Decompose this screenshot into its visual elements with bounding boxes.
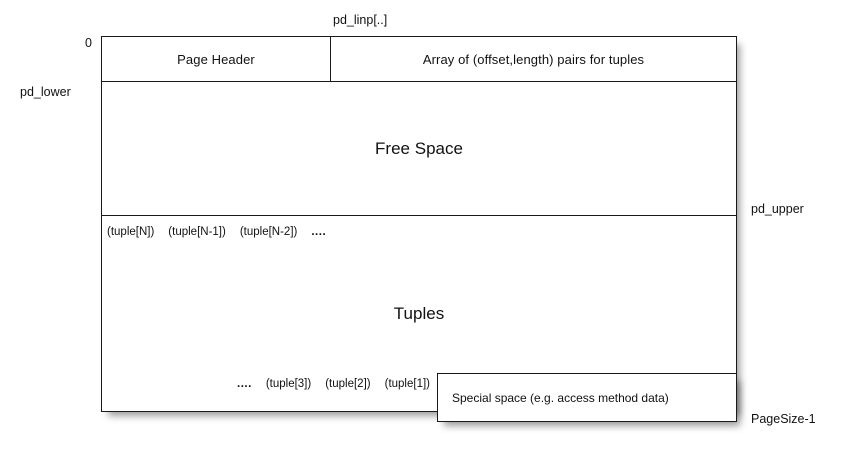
annotation-pd-lower: pd_lower	[20, 85, 71, 99]
tuple-item: (tuple[N-2])	[239, 226, 298, 238]
tuple-item-ellipsis: ....	[311, 226, 327, 238]
tuple-item: (tuple[1])	[384, 378, 430, 390]
free-space-label: Free Space	[375, 138, 463, 158]
linp-array-cell: Array of (offset,length) pairs for tuple…	[331, 37, 736, 81]
tuple-item: (tuple[2])	[325, 378, 371, 390]
annotation-pd-upper: pd_upper	[751, 202, 804, 216]
linp-array-label: Array of (offset,length) pairs for tuple…	[422, 51, 645, 67]
special-space-label: Special space (e.g. access method data)	[452, 390, 669, 405]
page-box: Page Header Array of (offset,length) pai…	[101, 36, 737, 412]
tuples-label: Tuples	[393, 303, 445, 323]
page-header-cell: Page Header	[102, 37, 331, 81]
header-band: Page Header Array of (offset,length) pai…	[102, 37, 736, 82]
page-header-label: Page Header	[177, 51, 255, 67]
free-space-band: Free Space	[102, 82, 736, 216]
tuple-item: (tuple[N])	[107, 226, 155, 238]
tuple-row-bottom: .... (tuple[3]) (tuple[2]) (tuple[1])	[237, 378, 430, 390]
tuples-band: (tuple[N]) (tuple[N-1]) (tuple[N-2]) ...…	[102, 216, 736, 411]
tuple-row-top: (tuple[N]) (tuple[N-1]) (tuple[N-2]) ...…	[107, 226, 326, 238]
annotation-pd-linp: pd_linp[..]	[333, 13, 388, 27]
special-space-box: Special space (e.g. access method data)	[437, 373, 737, 422]
tuple-item: (tuple[N-1])	[168, 226, 226, 238]
annotation-pagesize-end: PageSize-1	[751, 412, 816, 426]
tuple-item: (tuple[3])	[265, 378, 312, 390]
tuple-item-ellipsis: ....	[237, 378, 252, 390]
annotation-offset-zero: 0	[85, 36, 92, 50]
